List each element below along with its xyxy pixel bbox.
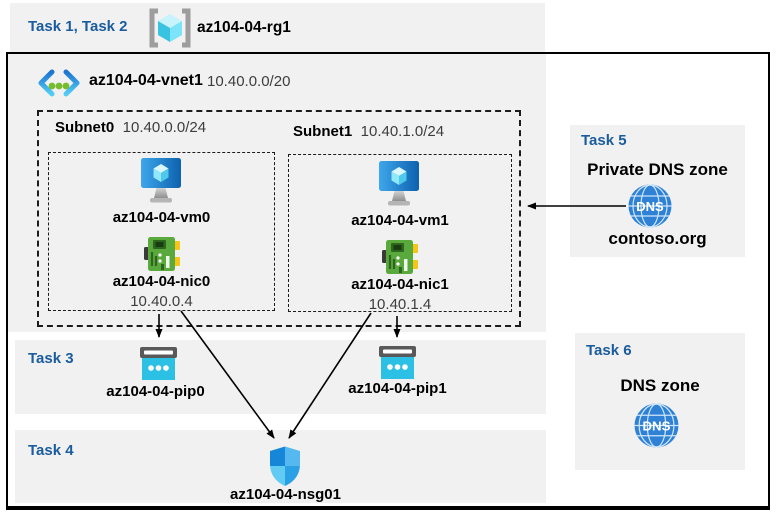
vm1-icon (379, 161, 419, 206)
nic0-ip: 10.40.0.4 (130, 293, 193, 310)
vnet-cidr: 10.40.0.0/20 (207, 73, 291, 90)
nic1-label: az104-04-nic1 (351, 276, 449, 293)
pip1-icon (379, 346, 416, 379)
subnet0-name: Subnet0 (55, 119, 115, 136)
nic0-label: az104-04-nic0 (112, 273, 211, 290)
resource-group-band: Task 1, Task 2 az104-04-rg1 (10, 3, 545, 52)
task3-label: Task 3 (28, 350, 74, 367)
private-dns-zone-name: contoso.org (608, 229, 707, 248)
subnet1-box (288, 154, 512, 312)
task4-label: Task 4 (28, 442, 74, 459)
pip0-icon (140, 347, 177, 380)
vm0-label: az104-04-vm0 (112, 209, 211, 226)
subnets-outer-box (37, 110, 521, 327)
vnet-name: az104-04-vnet1 (89, 72, 203, 89)
nic1-icon (382, 240, 418, 274)
resource-group-name: az104-04-rg1 (197, 19, 291, 36)
private-dns-zone-title: Private DNS zone (587, 160, 728, 179)
nsg-label: az104-04-nsg01 (230, 486, 341, 503)
private-dns-zone-icon: DNS (628, 184, 672, 228)
dns-badge-text: DNS (636, 199, 664, 214)
task6-label: Task 6 (586, 342, 632, 359)
diagram-frame (6, 52, 770, 510)
subnet1-cidr: 10.40.1.0/24 (360, 123, 445, 140)
pip0-label: az104-04-pip0 (106, 383, 205, 400)
vnet-region (8, 54, 546, 332)
subnet0-box (48, 152, 275, 311)
task12-label: Task 1, Task 2 (28, 18, 128, 35)
dns-zone-icon: DNS (634, 403, 679, 448)
nic1-ip: 10.40.1.4 (368, 296, 432, 313)
virtual-network-icon (38, 69, 80, 97)
vm1-label: az104-04-vm1 (351, 212, 449, 229)
subnet0-cidr: 10.40.0.0/24 (122, 119, 207, 136)
dns-zone-title: DNS zone (620, 376, 700, 395)
resource-group-icon (149, 8, 191, 48)
subnet1-label: Subnet1 10.40.1.0/24 (293, 123, 444, 141)
nsg-shield-icon (270, 446, 300, 486)
nic0-icon (144, 237, 180, 271)
subnet0-label: Subnet0 10.40.0.0/24 (55, 119, 206, 137)
task3-band (15, 340, 546, 414)
task5-label: Task 5 (581, 132, 627, 149)
subnet1-name: Subnet1 (293, 123, 353, 140)
pip1-label: az104-04-pip1 (348, 380, 447, 397)
vm0-icon (141, 158, 181, 203)
dns-badge-text: DNS (642, 419, 670, 434)
